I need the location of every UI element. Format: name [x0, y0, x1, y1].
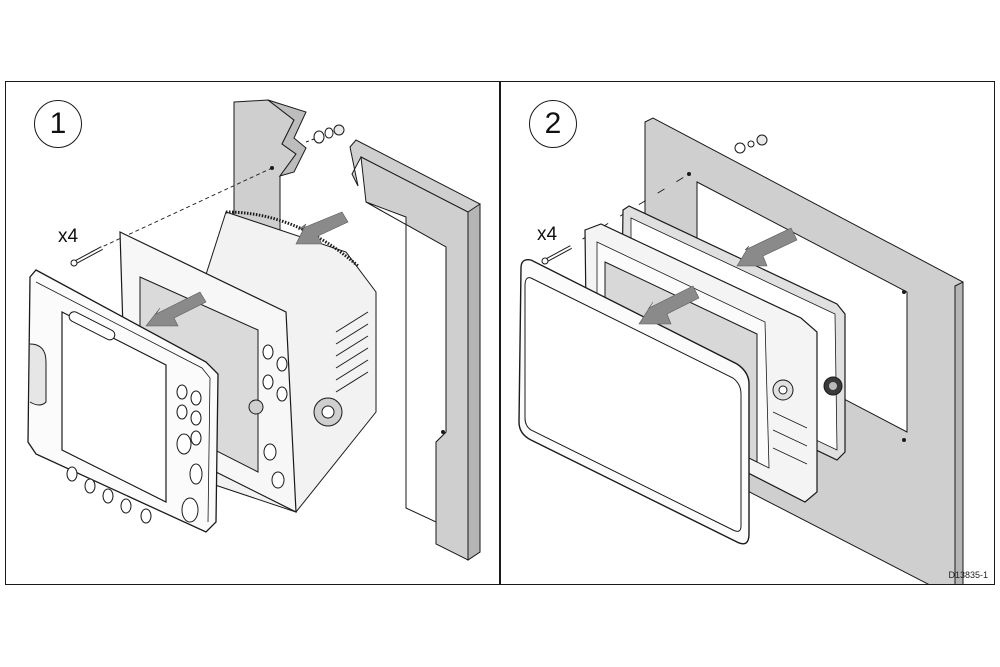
rotary-knob-icon	[248, 399, 264, 415]
fastener-quantity-label: x4	[537, 224, 558, 245]
alignment-line	[90, 167, 273, 253]
spring-washer-icon	[324, 127, 334, 139]
spring-washer-icon	[747, 140, 755, 148]
screw-icon	[70, 246, 103, 267]
insert-arrow-icon	[145, 291, 207, 327]
front-bezel	[27, 269, 219, 533]
fastener-quantity-label: x4	[58, 226, 79, 247]
step-number-badge: 2	[529, 100, 577, 148]
panel-divider	[499, 81, 501, 585]
nut-icon	[333, 124, 345, 136]
washer-icon	[734, 142, 746, 154]
front-trim-bezel	[518, 258, 750, 545]
panel-hole	[902, 290, 906, 294]
nut-icon	[756, 134, 768, 146]
step-1-panel: 1 x4	[6, 82, 499, 584]
washer-icon	[313, 130, 325, 144]
washer-nut-set	[305, 124, 345, 144]
panel-hole	[902, 438, 906, 442]
panel-hole	[687, 172, 691, 176]
insert-arrow-icon	[736, 227, 798, 267]
panel-hole	[441, 430, 445, 434]
step-2-drawing	[518, 117, 964, 584]
step-number-badge: 1	[34, 100, 82, 148]
washer-nut-set	[734, 134, 768, 154]
step-1-drawing	[27, 99, 481, 561]
insert-arrow-icon	[638, 285, 700, 325]
bezel-window	[61, 311, 167, 503]
insert-arrow-icon	[295, 211, 349, 245]
reference-code: D13835-1	[948, 570, 988, 580]
step-2-panel: 2 x4 D13835-1	[501, 82, 994, 584]
screw-icon	[541, 245, 572, 265]
